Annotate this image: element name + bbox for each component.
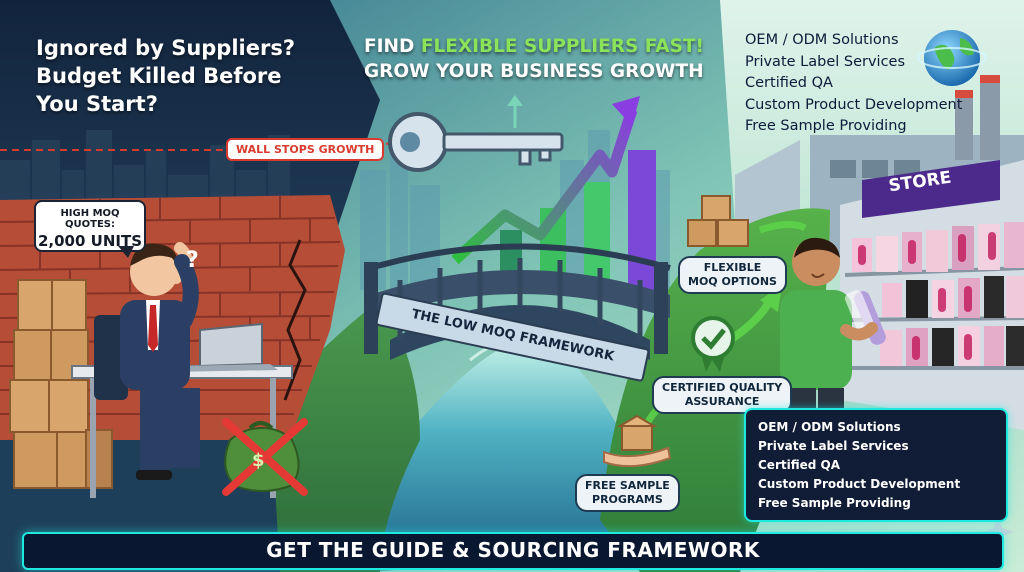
top-service-item: Certified QA	[745, 75, 833, 91]
top-service-item: OEM / ODM Solutions	[745, 32, 899, 48]
moq-bubble-line-2: 2,000 UNITS	[37, 232, 143, 250]
bottom-service-item: Certified QA	[758, 458, 841, 472]
quality-badge-line-2: ASSURANCE	[684, 395, 760, 408]
quality-badge-line-1: CERTIFIED QUALITY	[662, 381, 783, 394]
bubble-tail	[118, 246, 134, 258]
find-highlight: FLEXIBLE SUPPLIERS FAST!	[420, 36, 704, 57]
flexible-badge-line-1: FLEXIBLE	[703, 261, 762, 274]
check-medal-icon	[691, 316, 735, 372]
find-prefix: FIND	[364, 36, 421, 57]
top-service-item: Custom Product Development	[745, 96, 963, 113]
headline-line-3: You Start?	[36, 92, 158, 116]
top-service-item: Private Label Services	[745, 53, 906, 70]
hand-box-icon	[603, 414, 672, 468]
sample-badge-line-2: PROGRAMS	[592, 493, 663, 506]
bottom-services-list: OEM / ODM Solutions Private Label Servic…	[758, 418, 960, 513]
top-service-item: Free Sample Providing	[745, 118, 907, 134]
bottom-services-panel: OEM / ODM Solutions Private Label Servic…	[744, 408, 1008, 522]
bottom-service-item: Private Label Services	[758, 439, 909, 453]
headline-line-1: Ignored by Suppliers?	[36, 36, 296, 60]
find-suppliers-title: FIND FLEXIBLE SUPPLIERS FAST! GROW YOUR …	[364, 34, 704, 84]
moq-bubble-line-1: HIGH MOQ QUOTES:	[60, 208, 120, 230]
wall-stops-growth-tag: WALL STOPS GROWTH	[226, 138, 385, 161]
money-bag-symbol: $	[252, 450, 265, 471]
flexible-moq-badge: FLEXIBLE MOQ OPTIONS	[678, 256, 787, 294]
laptop-icon	[170, 322, 278, 372]
headline: Ignored by Suppliers? Budget Killed Befo…	[36, 34, 336, 118]
bottom-service-item: Free Sample Providing	[758, 496, 911, 510]
find-line-2: GROW YOUR BUSINESS GROWTH	[364, 61, 704, 82]
globe-icon	[917, 30, 987, 86]
sample-badge-line-1: FREE SAMPLE	[585, 479, 670, 492]
bottom-service-item: Custom Product Development	[758, 477, 961, 491]
headline-line-2: Budget Killed Before	[36, 64, 282, 88]
high-moq-bubble: HIGH MOQ QUOTES: 2,000 UNITS	[34, 200, 146, 252]
footer-cta-text[interactable]: GET THE GUIDE & SOURCING FRAMEWORK	[266, 538, 760, 562]
key-icon	[388, 112, 564, 172]
free-sample-badge: FREE SAMPLE PROGRAMS	[575, 474, 680, 512]
certified-quality-badge: CERTIFIED QUALITY ASSURANCE	[652, 376, 793, 414]
footer-cta-banner[interactable]: GET THE GUIDE & SOURCING FRAMEWORK	[22, 532, 1004, 570]
bottom-service-item: OEM / ODM Solutions	[758, 420, 901, 434]
flexible-badge-line-2: MOQ OPTIONS	[688, 275, 777, 288]
money-bag-icon	[222, 418, 308, 496]
question-mark: ?	[186, 248, 199, 273]
growth-arrow-icon	[451, 96, 640, 265]
box-icon	[687, 195, 749, 247]
top-services-list: OEM / ODM Solutions Private Label Servic…	[745, 30, 962, 138]
